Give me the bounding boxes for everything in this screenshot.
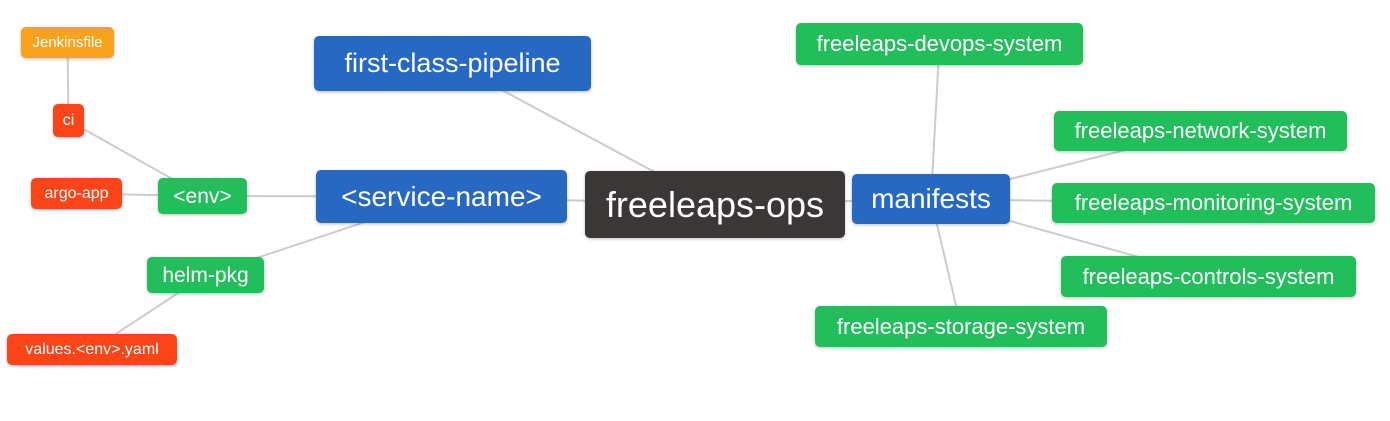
node-controls-system[interactable]: freeleaps-controls-system bbox=[1061, 256, 1356, 297]
node-label: <env> bbox=[173, 184, 232, 208]
node-manifests[interactable]: manifests bbox=[852, 174, 1010, 224]
node-label: helm-pkg bbox=[162, 263, 249, 287]
node-label: freeleaps-devops-system bbox=[816, 31, 1063, 56]
node-freeleaps-ops[interactable]: freeleaps-ops bbox=[585, 171, 845, 238]
node-storage-system[interactable]: freeleaps-storage-system bbox=[815, 306, 1107, 347]
node-label: Jenkinsfile bbox=[32, 34, 103, 51]
node-label: manifests bbox=[871, 183, 991, 214]
node-ci[interactable]: ci bbox=[53, 104, 84, 137]
node-first-class-pipeline[interactable]: first-class-pipeline bbox=[314, 36, 591, 91]
node-label: first-class-pipeline bbox=[344, 48, 561, 78]
node-service-name[interactable]: <service-name> bbox=[316, 170, 567, 223]
node-network-system[interactable]: freeleaps-network-system bbox=[1054, 111, 1347, 151]
node-jenkinsfile[interactable]: Jenkinsfile bbox=[21, 27, 114, 58]
node-helm-pkg[interactable]: helm-pkg bbox=[147, 257, 264, 293]
node-env[interactable]: <env> bbox=[158, 178, 247, 214]
node-label: freeleaps-network-system bbox=[1074, 118, 1327, 143]
node-argo-app[interactable]: argo-app bbox=[31, 178, 122, 209]
node-label: <service-name> bbox=[341, 180, 542, 212]
node-devops-system[interactable]: freeleaps-devops-system bbox=[796, 23, 1083, 65]
node-label: freeleaps-ops bbox=[605, 183, 825, 225]
node-label: freeleaps-storage-system bbox=[836, 313, 1086, 339]
node-values-env-yaml[interactable]: values.<env>.yaml bbox=[7, 334, 177, 365]
node-label: freeleaps-controls-system bbox=[1082, 263, 1335, 289]
node-label: argo-app bbox=[44, 184, 109, 202]
node-monitoring-system[interactable]: freeleaps-monitoring-system bbox=[1052, 183, 1375, 223]
node-label: values.<env>.yaml bbox=[25, 340, 159, 358]
node-label: ci bbox=[62, 111, 75, 129]
node-label: freeleaps-monitoring-system bbox=[1074, 190, 1353, 215]
